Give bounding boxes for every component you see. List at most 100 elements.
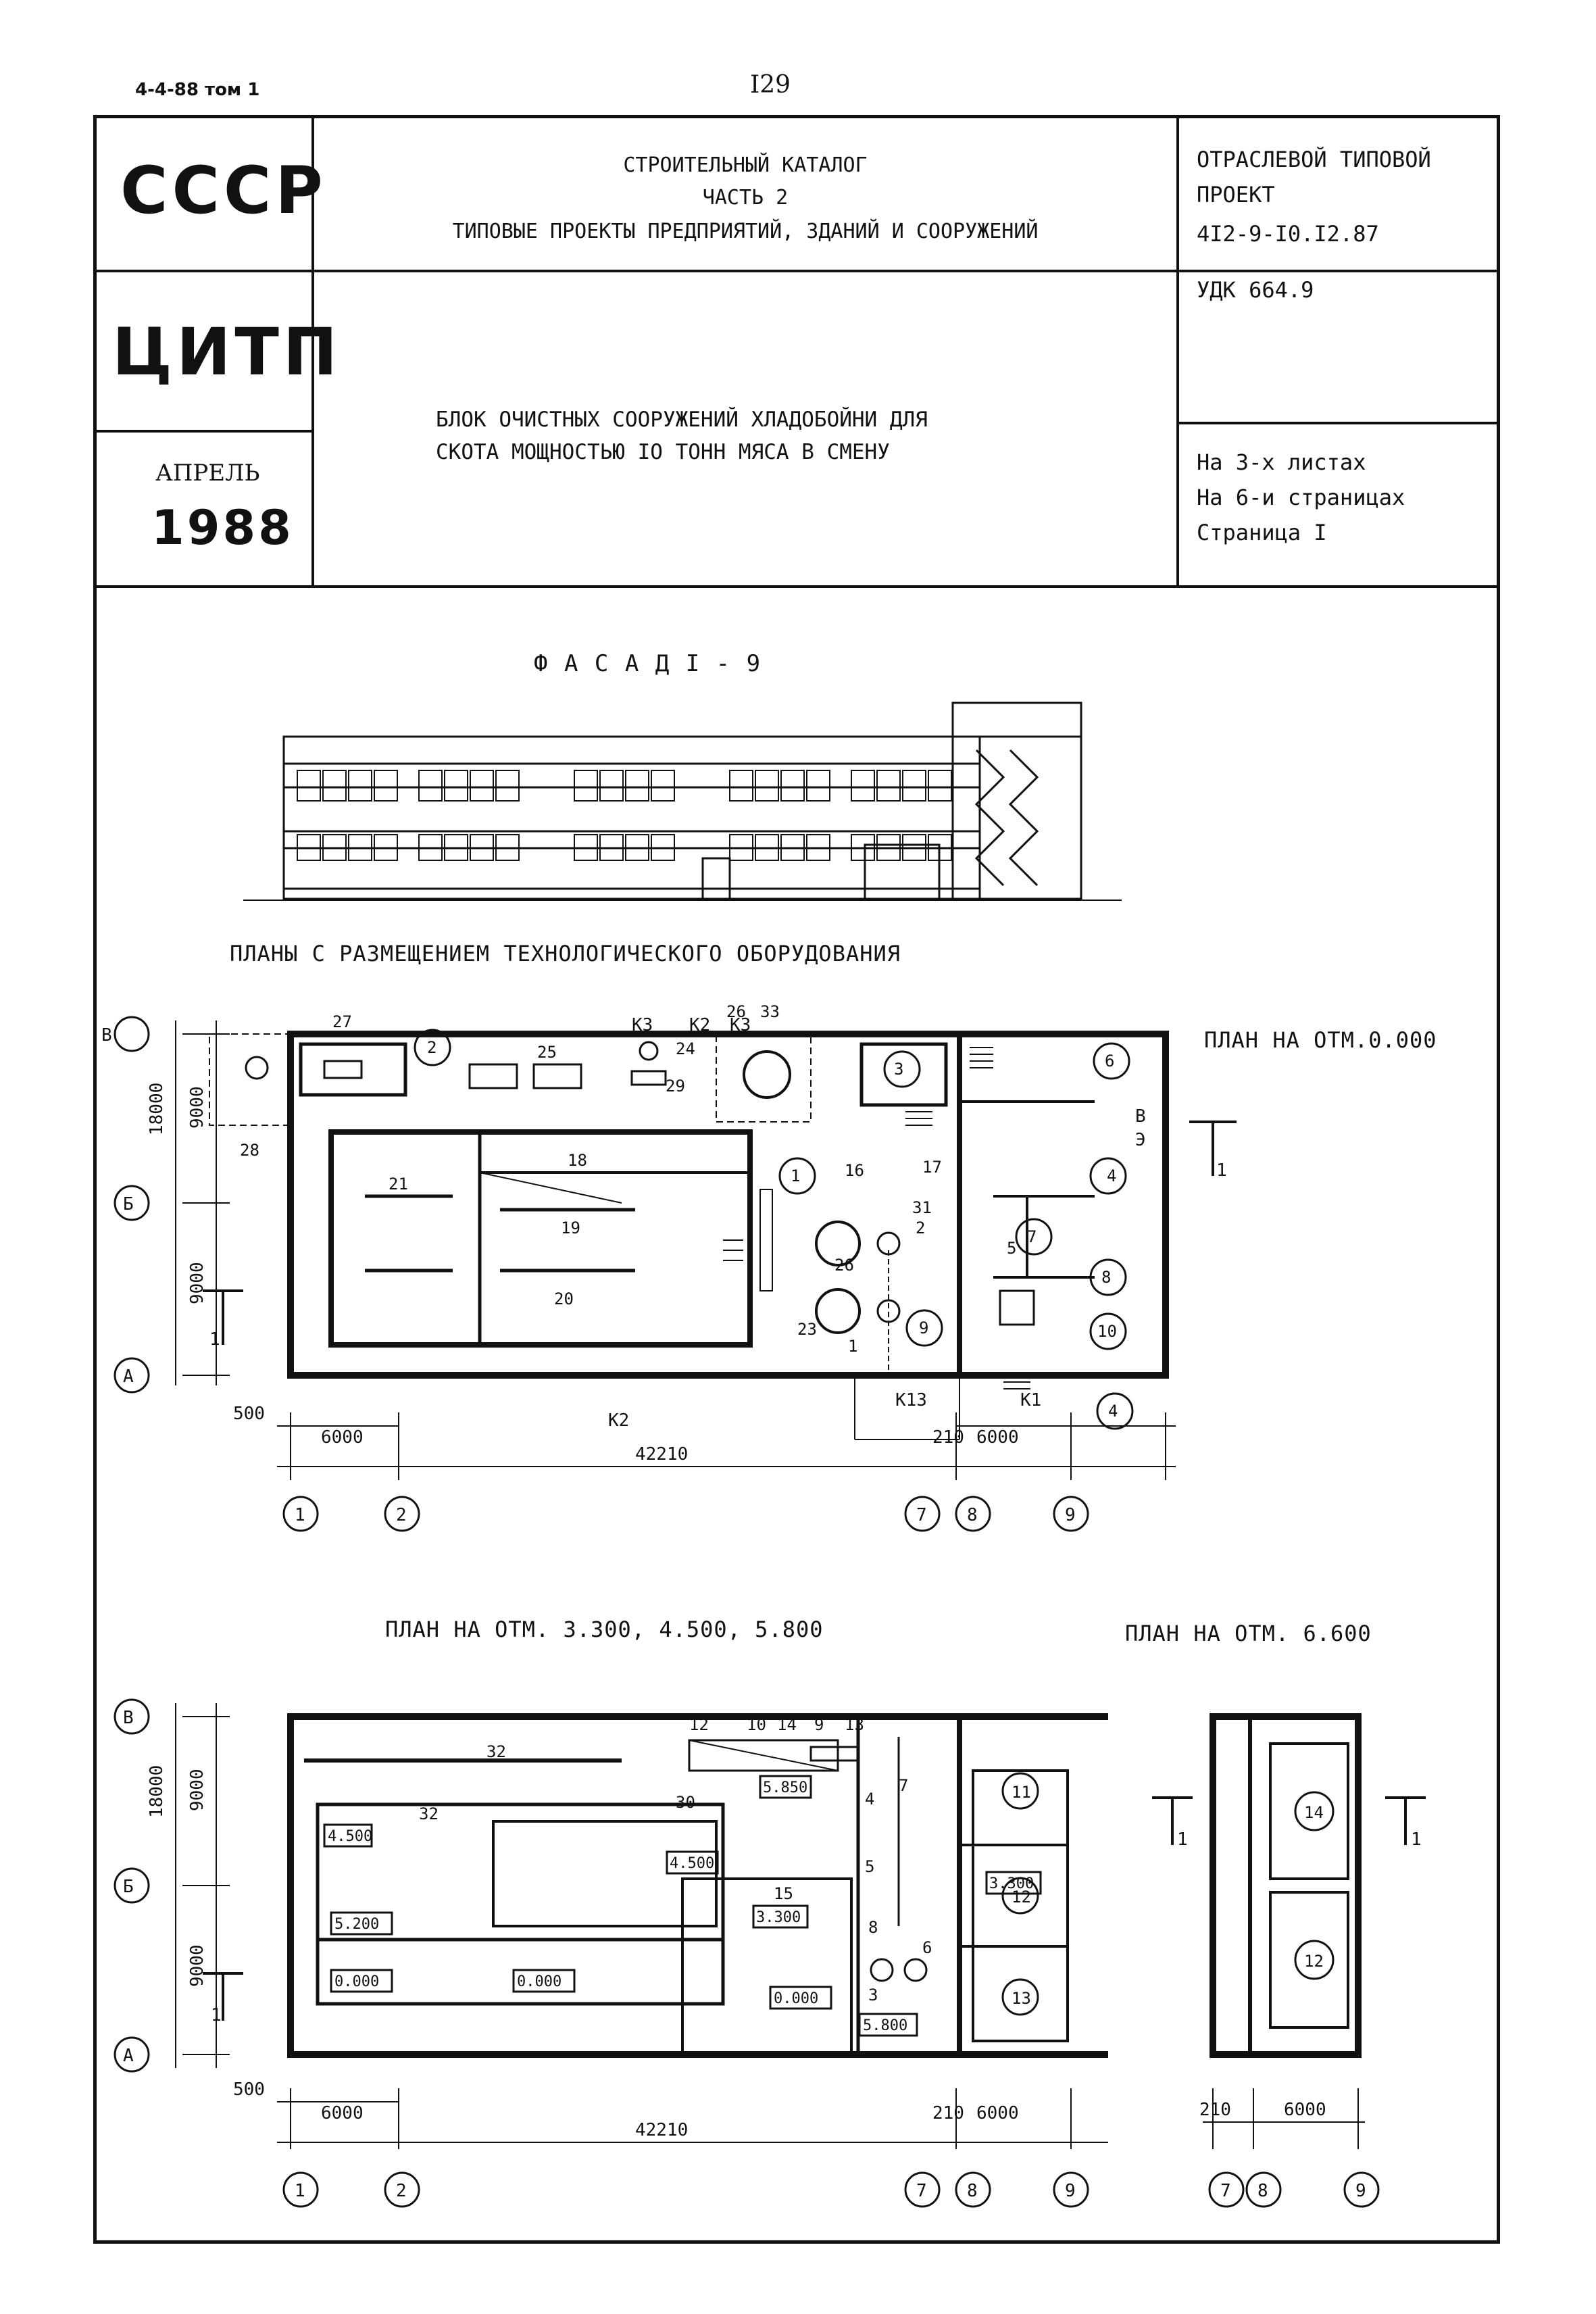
project-title-cell: БЛОК ОЧИСТНЫХ СООРУЖЕНИЙ ХЛАДОБОЙНИ ДЛЯ … [314, 272, 1179, 588]
axis-col-label: 1 [295, 2181, 305, 2201]
stamp-country: СССР [120, 153, 327, 228]
facade-window [444, 834, 468, 861]
equipment-number: 26 [834, 1256, 854, 1275]
dim-9000: 9000 [187, 1086, 207, 1129]
facade-window [470, 834, 494, 861]
equipment-number: 1 [848, 1337, 857, 1356]
stamp-org: ЦИТП [112, 314, 342, 390]
equipment-number: 31 [912, 1198, 932, 1217]
page-number: I29 [750, 71, 791, 99]
equipment-number: 26 [726, 1002, 746, 1021]
equipment-number: 27 [332, 1012, 352, 1031]
axis-col-label: 2 [396, 2181, 407, 2201]
catalog-line2: ЧАСТЬ 2 [702, 186, 789, 210]
equipment-number: 23 [797, 1320, 817, 1339]
level-mark: 0.000 [334, 1973, 379, 1990]
equipment-number: 8 [868, 1918, 878, 1937]
equipment-number: 32 [487, 1742, 506, 1761]
equipment-number: 11 [1012, 1783, 1031, 1802]
section-mark: 1 [209, 1329, 220, 1350]
equipment-number: 18 [568, 1151, 587, 1170]
facade-window [780, 834, 805, 861]
equipment-number: 8 [1101, 1268, 1111, 1287]
facade-window [928, 770, 952, 802]
axis-row-label: А [123, 1367, 134, 1387]
equipment-number: 16 [845, 1161, 864, 1180]
dim-6000: 6000 [1284, 2100, 1326, 2120]
sheets-cell: На 3-х листах На 6-и страницах Страница … [1179, 424, 1500, 588]
plan-0000-title: ПЛАН НА ОТМ.0.000 [1204, 1027, 1437, 1053]
section-mark: 1 [211, 2005, 222, 2025]
level-mark: 5.850 [763, 1779, 807, 1796]
equipment-number: 25 [537, 1043, 557, 1062]
facade-window [322, 834, 347, 861]
dim-210: 210 [1199, 2100, 1231, 2120]
pipe-label: Э [1135, 1130, 1146, 1150]
catalog-line1: СТРОИТЕЛЬНЫЙ КАТАЛОГ [623, 153, 868, 177]
equipment-number: 30 [676, 1793, 695, 1812]
equipment-number: 1 [791, 1166, 800, 1185]
level-mark: 4.500 [670, 1855, 714, 1872]
current-page: Страница I [1197, 520, 1327, 545]
equipment-number: 4 [1108, 1402, 1118, 1421]
facade-window [780, 770, 805, 802]
equipment-number: 3 [868, 1986, 878, 2004]
facade-window [755, 770, 779, 802]
equipment-number: 4 [1107, 1166, 1116, 1185]
facade-window [876, 834, 901, 861]
pages-count: На 6-и страницах [1197, 485, 1405, 510]
dim-9000: 9000 [187, 1944, 207, 1987]
equipment-number: 3 [894, 1060, 903, 1079]
equipment-number: 33 [760, 1002, 780, 1021]
axis-col-label: 1 [295, 1505, 305, 1525]
stamp-month: АПРЕЛЬ [155, 460, 260, 487]
axis-col-label: 8 [967, 1505, 978, 1525]
equipment-number: 12 [689, 1715, 709, 1734]
project-type-line1: ОТРАСЛЕВОЙ ТИПОВОЙ [1197, 147, 1431, 172]
facade-window [470, 770, 494, 802]
facade-title: Ф А С А Д I - 9 [534, 650, 762, 677]
pipe-label: В [1135, 1106, 1146, 1127]
section-mark: 1 [1216, 1160, 1227, 1181]
facade-window [348, 770, 372, 802]
facade-window [495, 834, 520, 861]
dim-6000: 6000 [976, 1427, 1019, 1448]
pipe-label: K3 [730, 1015, 751, 1035]
facade-window [374, 770, 398, 802]
equipment-number: 7 [899, 1776, 908, 1795]
room-number: 12 [1304, 1952, 1324, 1971]
plan-6600-drawing: 7 8 9 210 6000 1 1 14 12 [1152, 1713, 1426, 2208]
equipment-number: 14 [777, 1715, 797, 1734]
level-mark: 0.000 [774, 1990, 818, 2007]
equipment-number: 13 [845, 1715, 864, 1734]
facade-window [806, 770, 830, 802]
level-mark: 5.800 [863, 2017, 907, 2034]
facade-window [755, 834, 779, 861]
axis-col-label: 7 [916, 2181, 927, 2201]
facade-window [374, 834, 398, 861]
facade-window [599, 834, 624, 861]
equipment-number: 5 [1007, 1239, 1016, 1258]
facade-window [322, 770, 347, 802]
equipment-number: 2 [916, 1218, 925, 1237]
equipment-number: 21 [389, 1175, 408, 1193]
catalog-line3: ТИПОВЫЕ ПРОЕКТЫ ПРЕДПРИЯТИЙ, ЗДАНИЙ И СО… [452, 220, 1039, 243]
axis-row-label: А [123, 2046, 134, 2066]
facade-window [495, 770, 520, 802]
facade-window [599, 770, 624, 802]
room-number: 14 [1304, 1803, 1324, 1822]
level-mark: 3.300 [989, 1875, 1034, 1892]
equipment-number: 29 [666, 1077, 685, 1096]
level-mark: 5.200 [334, 1916, 379, 1933]
equipment-number: 28 [240, 1141, 259, 1160]
dim-42210: 42210 [635, 2120, 688, 2140]
equipment-number: 6 [1105, 1052, 1114, 1070]
facade-window [729, 834, 753, 861]
axis-row-label: В [123, 1708, 134, 1728]
equipment-number: 15 [774, 1884, 793, 1903]
page-frame [93, 115, 1500, 2244]
dim-9000: 9000 [187, 1262, 207, 1304]
facade-drawing [243, 701, 1122, 901]
equipment-number: 9 [814, 1715, 824, 1734]
axis-row-label: В [101, 1025, 112, 1045]
